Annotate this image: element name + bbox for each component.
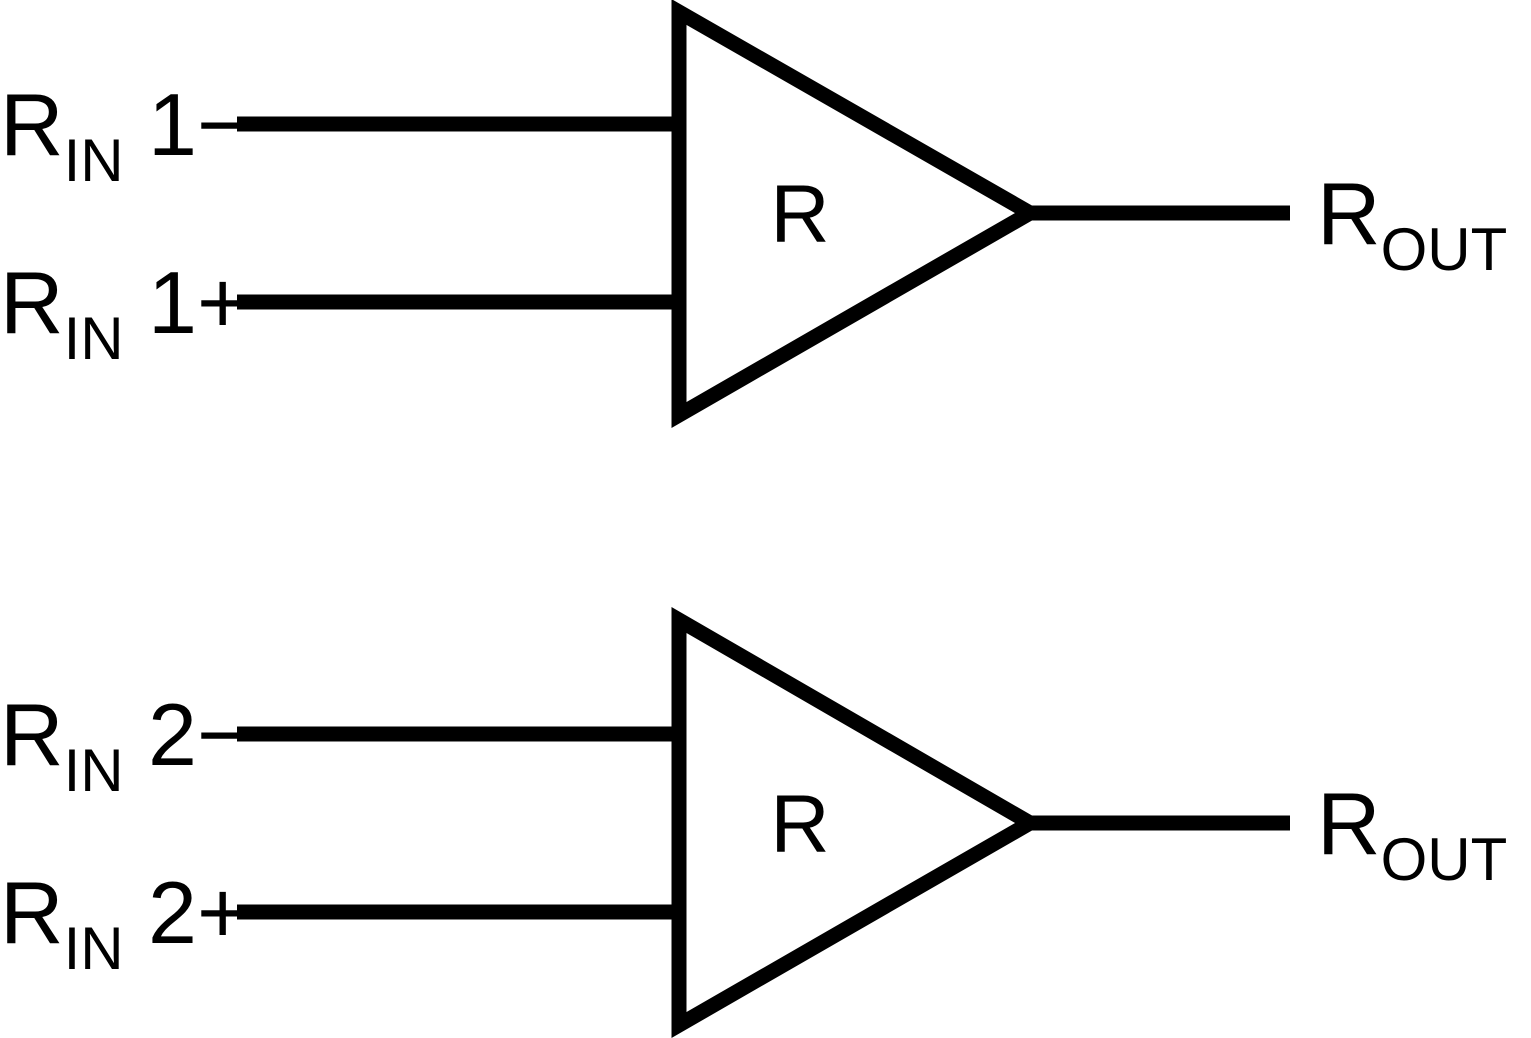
amplifier-block-2[interactable]: R <box>237 606 1290 1038</box>
amplifier-block-1[interactable]: R <box>237 0 1290 428</box>
amplifier-1-gain-label: R <box>770 169 829 260</box>
amplifier-2-gain-label: R <box>770 779 829 870</box>
label-input-1-minus: RIN 1− <box>0 75 248 194</box>
label-input-1-plus: RIN 1+ <box>0 253 248 372</box>
label-output-2: ROUT 2 <box>1317 774 1531 893</box>
label-input-2-plus: RIN 2+ <box>0 863 248 982</box>
amplifier-triangle-2[interactable] <box>671 606 1046 1038</box>
label-input-2-minus: RIN 2− <box>0 685 248 804</box>
label-output-1: ROUT 1 <box>1317 164 1531 283</box>
amplifier-triangle-1[interactable] <box>671 0 1046 428</box>
